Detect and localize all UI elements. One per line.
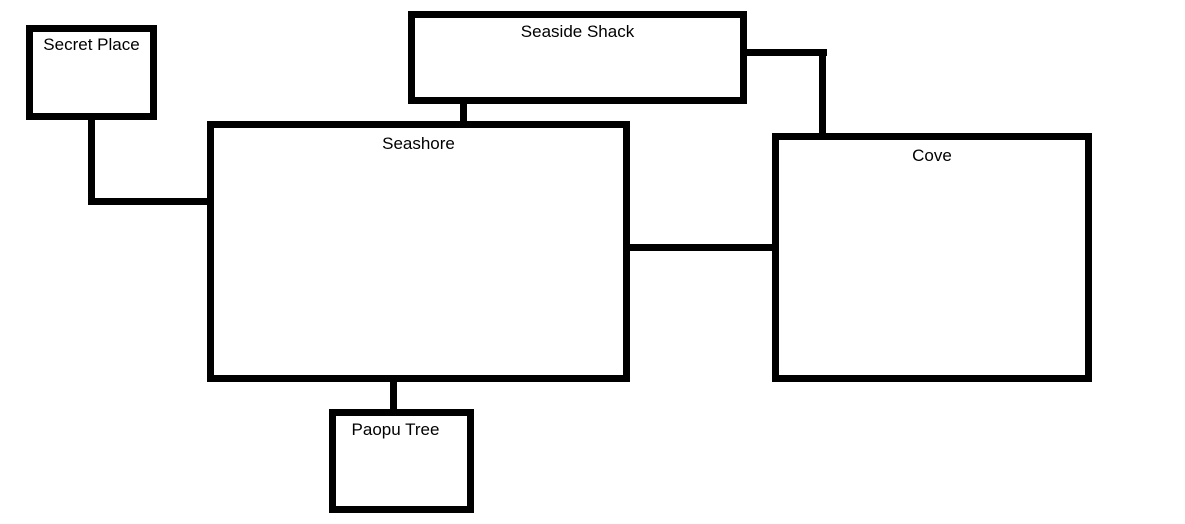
room-label-seaside-shack: Seaside Shack xyxy=(520,22,635,41)
room-label-secret-place: Secret Place xyxy=(43,35,140,54)
connector-seaside-shack-cove-vertical xyxy=(819,49,826,135)
connector-secret-place-seashore-vertical xyxy=(88,118,95,205)
connector-secret-place-seashore-horizontal xyxy=(88,198,210,205)
room-label-paopu-tree: Paopu Tree xyxy=(351,420,440,439)
connector-seaside-shack-seashore xyxy=(460,102,467,123)
connector-seashore-paopu-tree xyxy=(390,380,397,411)
room-paopu-tree: Paopu Tree xyxy=(329,409,474,513)
room-seashore: Seashore xyxy=(207,121,630,382)
connector-seaside-shack-cove-horizontal xyxy=(745,49,827,56)
connector-seashore-cove xyxy=(628,244,774,251)
room-secret-place: Secret Place xyxy=(26,25,157,120)
room-seaside-shack: Seaside Shack xyxy=(408,11,747,104)
room-label-seashore: Seashore xyxy=(382,134,455,153)
room-cove: Cove xyxy=(772,133,1092,382)
room-label-cove: Cove xyxy=(912,146,952,165)
